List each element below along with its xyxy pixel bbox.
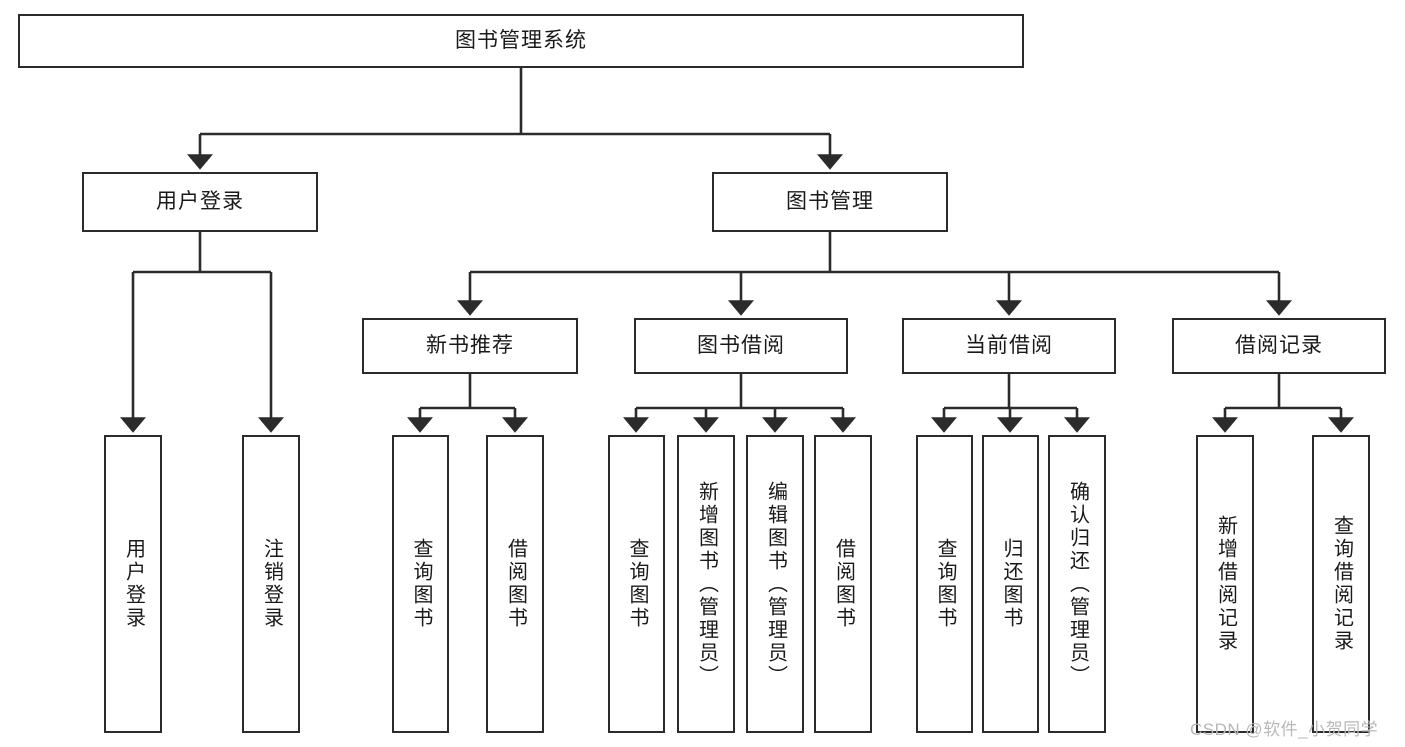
node-leaf-edit-book-admin-label: 编辑图书（管理员）: [764, 480, 787, 688]
node-leaf-return-book-label: 归还图书: [1000, 538, 1022, 630]
node-borrow-record-label: 借阅记录: [1235, 334, 1323, 358]
node-leaf-query-borrow-record-label: 查询借阅记录: [1330, 515, 1353, 653]
node-leaf-borrow-book-1[interactable]: 借阅图书: [486, 435, 544, 733]
node-leaf-user-login[interactable]: 用户登录: [104, 435, 162, 733]
node-root-label: 图书管理系统: [455, 29, 587, 53]
node-leaf-return-book[interactable]: 归还图书: [982, 435, 1039, 733]
node-leaf-confirm-return[interactable]: 确认归还（管理员）: [1048, 435, 1106, 733]
node-leaf-borrow-book-2-label: 借阅图书: [832, 538, 855, 630]
node-user-login[interactable]: 用户登录: [82, 172, 318, 232]
node-leaf-add-borrow-record-label: 新增借阅记录: [1214, 515, 1237, 653]
node-leaf-query-book-3-label: 查询图书: [934, 538, 956, 630]
node-leaf-query-book-1-label: 查询图书: [410, 538, 432, 630]
node-leaf-logout-login-label: 注销登录: [260, 538, 283, 630]
node-book-borrow-label: 图书借阅: [697, 334, 785, 358]
node-leaf-user-login-label: 用户登录: [122, 538, 145, 630]
node-book-manage[interactable]: 图书管理: [712, 172, 948, 232]
node-leaf-borrow-book-1-label: 借阅图书: [504, 538, 527, 630]
node-borrow-record[interactable]: 借阅记录: [1172, 318, 1386, 374]
node-leaf-query-book-3[interactable]: 查询图书: [916, 435, 973, 733]
node-new-book-recommend-label: 新书推荐: [426, 334, 514, 358]
node-leaf-add-borrow-record[interactable]: 新增借阅记录: [1196, 435, 1254, 733]
node-leaf-edit-book-admin[interactable]: 编辑图书（管理员）: [746, 435, 804, 733]
csdn-watermark: CSDN @软件_小贺同学: [1190, 720, 1379, 739]
node-new-book-recommend[interactable]: 新书推荐: [362, 318, 578, 374]
node-user-login-label: 用户登录: [156, 190, 244, 214]
node-leaf-query-book-1[interactable]: 查询图书: [392, 435, 449, 733]
node-root[interactable]: 图书管理系统: [18, 14, 1024, 68]
node-leaf-borrow-book-2[interactable]: 借阅图书: [814, 435, 872, 733]
node-leaf-logout-login[interactable]: 注销登录: [242, 435, 300, 733]
node-book-manage-label: 图书管理: [786, 190, 874, 214]
node-leaf-confirm-return-label: 确认归还（管理员）: [1066, 480, 1089, 688]
node-leaf-query-borrow-record[interactable]: 查询借阅记录: [1312, 435, 1370, 733]
node-leaf-query-book-2[interactable]: 查询图书: [608, 435, 665, 733]
node-leaf-query-book-2-label: 查询图书: [626, 538, 648, 630]
node-book-borrow[interactable]: 图书借阅: [634, 318, 848, 374]
node-current-borrow-label: 当前借阅: [965, 334, 1053, 358]
node-current-borrow[interactable]: 当前借阅: [902, 318, 1116, 374]
node-leaf-add-book-admin[interactable]: 新增图书（管理员）: [677, 435, 735, 733]
node-leaf-add-book-admin-label: 新增图书（管理员）: [695, 480, 718, 688]
